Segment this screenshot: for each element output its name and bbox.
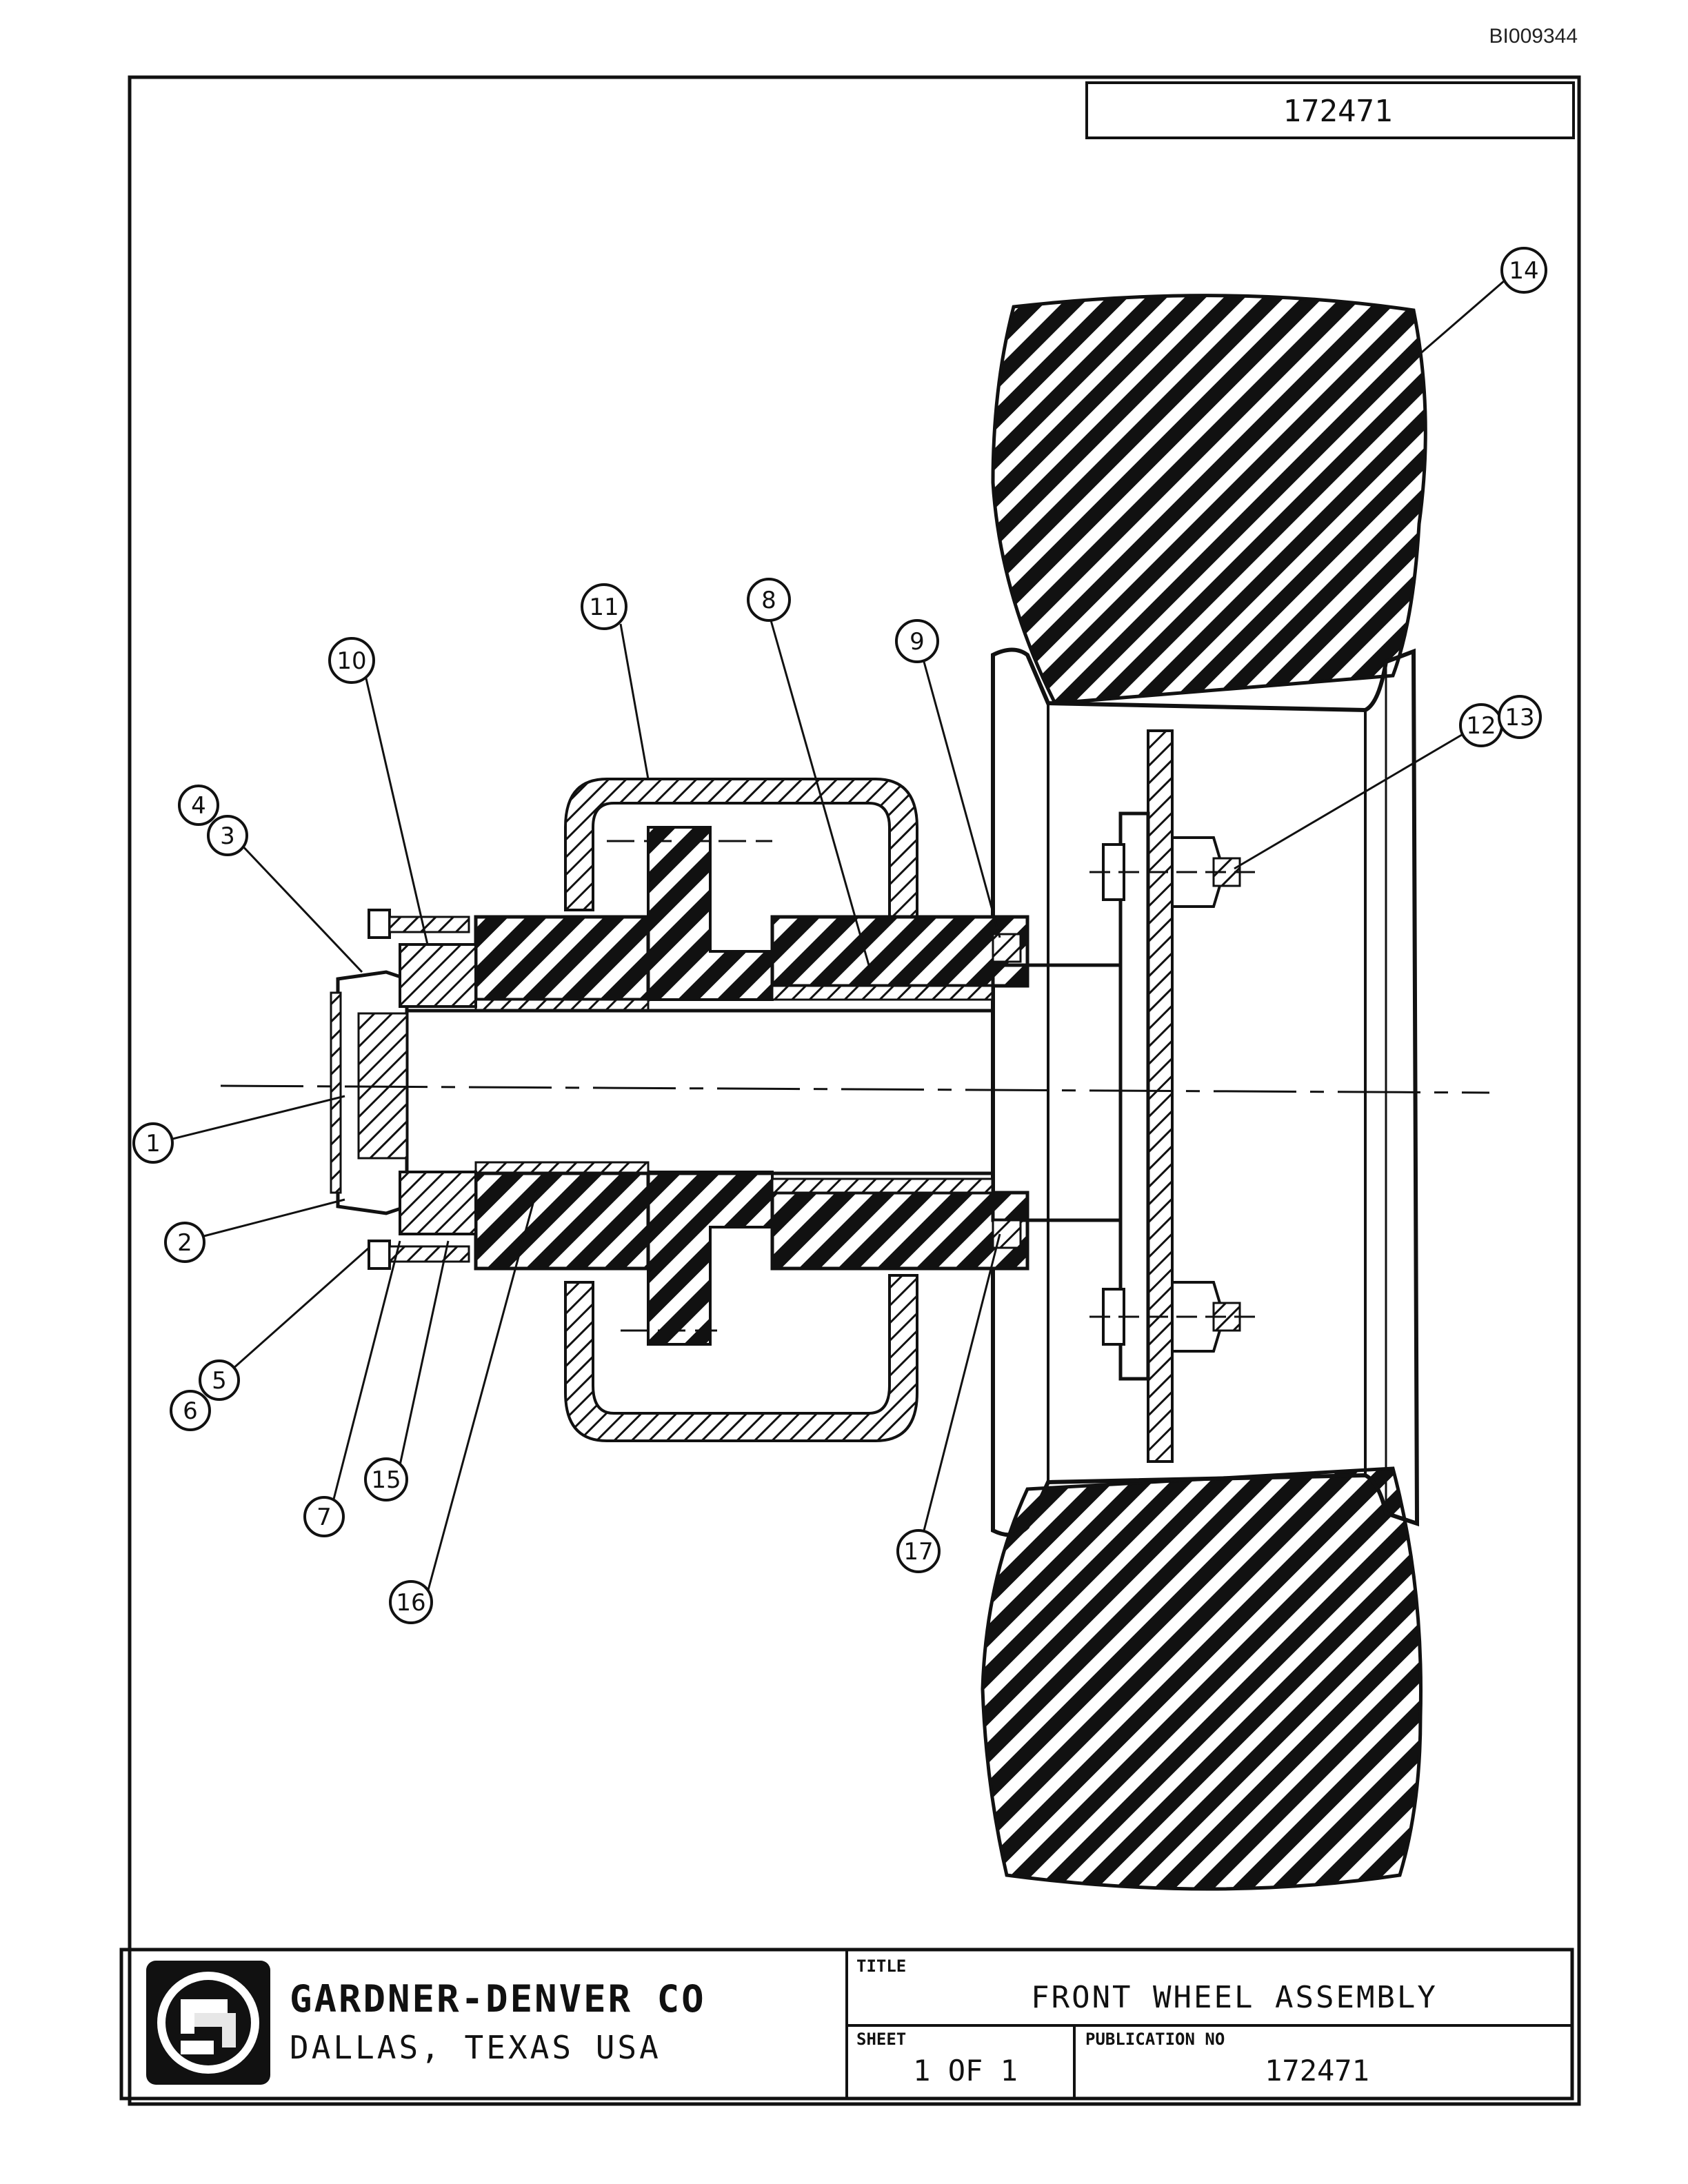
spindle	[405, 963, 1123, 1222]
callout-15: 15	[364, 1457, 408, 1502]
svg-text:2: 2	[177, 1229, 192, 1257]
stud-nut-lower	[1089, 1281, 1255, 1353]
callout-7: 7	[303, 1496, 345, 1537]
svg-text:17: 17	[903, 1538, 933, 1566]
svg-text:1: 1	[145, 1130, 161, 1157]
callout-6: 6	[170, 1390, 211, 1431]
svg-text:9: 9	[910, 628, 925, 656]
drawing-border	[128, 75, 1581, 2106]
callout-13: 13	[1498, 695, 1542, 739]
seal-upper	[992, 933, 1022, 963]
hub-body-right-lower	[770, 1191, 1029, 1271]
hub-body-left-lower	[474, 1170, 650, 1271]
svg-text:6: 6	[183, 1397, 198, 1425]
svg-text:12: 12	[1466, 712, 1496, 740]
drawing-number-box	[1085, 81, 1575, 139]
callout-9: 9	[895, 619, 939, 663]
hub-body-left	[474, 915, 650, 1002]
callout-16: 16	[389, 1580, 433, 1624]
callout-11: 11	[581, 583, 627, 630]
retainer-upper	[399, 943, 477, 1008]
svg-text:4: 4	[191, 792, 206, 820]
kingpin-boss-lower	[647, 1171, 774, 1346]
leader-lines	[163, 274, 1511, 1593]
callout-2: 2	[164, 1222, 205, 1263]
kingpin-boss-upper	[647, 826, 774, 1001]
wheel-rim	[991, 647, 1420, 1537]
svg-text:3: 3	[220, 822, 235, 850]
callout-5: 5	[199, 1359, 240, 1401]
centerline	[220, 1084, 1490, 1094]
company-location: DALLAS, TEXAS USA	[290, 2029, 661, 2066]
drawing-number: 172471	[1283, 94, 1393, 129]
retainer-lower	[399, 1171, 477, 1235]
callout-8: 8	[747, 578, 791, 622]
callout-4: 4	[178, 785, 219, 826]
svg-text:8: 8	[761, 587, 776, 614]
sleeve-lower	[771, 1177, 994, 1194]
company-logo	[146, 1961, 270, 2085]
callout-1: 1	[132, 1122, 174, 1164]
callout-17: 17	[896, 1529, 941, 1573]
title-block: GARDNER-DENVER CO DALLAS, TEXAS USA TITL…	[119, 1948, 1574, 2101]
svg-text:11: 11	[589, 594, 619, 621]
svg-text:16: 16	[396, 1589, 425, 1617]
bracket-upper	[564, 778, 918, 918]
publication-label: PUBLICATION NO	[1085, 2030, 1225, 2049]
callout-14: 14	[1500, 247, 1547, 294]
publication-number: 172471	[1265, 2054, 1369, 2087]
cap-screw-lower	[368, 1240, 470, 1270]
tire-lower	[981, 1466, 1423, 1891]
stud-nut-upper	[1089, 836, 1255, 908]
cap-screw-upper	[368, 909, 470, 939]
sheet-label: SHEET	[856, 2030, 906, 2049]
svg-text:15: 15	[371, 1466, 401, 1494]
company-name: GARDNER-DENVER CO	[290, 1977, 706, 2021]
sleeve-upper	[771, 984, 994, 1001]
svg-text:7: 7	[316, 1504, 332, 1531]
tire-upper	[991, 294, 1427, 705]
drawing-title: FRONT WHEEL ASSEMBLY	[1031, 1980, 1438, 2015]
wheel-disc	[1147, 729, 1174, 1463]
callout-3: 3	[207, 815, 248, 856]
svg-text:13: 13	[1505, 704, 1534, 731]
svg-text:10: 10	[336, 647, 366, 675]
hub-body-right	[770, 915, 1029, 988]
svg-text:14: 14	[1509, 257, 1538, 285]
callout-10: 10	[328, 637, 375, 684]
bracket-lower	[564, 1274, 918, 1442]
sheet-value: 1 OF 1	[913, 2054, 1018, 2087]
callout-12: 12	[1459, 703, 1503, 747]
document-id: BI009344	[1489, 25, 1578, 48]
title-label: TITLE	[856, 1957, 906, 1976]
svg-text:5: 5	[212, 1367, 227, 1395]
hub-cap-seal	[330, 991, 342, 1194]
